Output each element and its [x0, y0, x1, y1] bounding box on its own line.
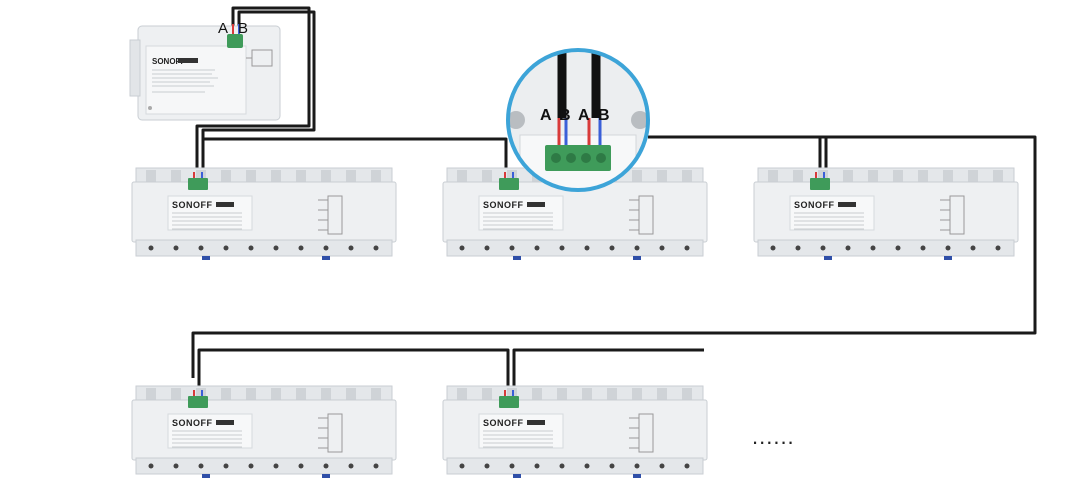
module-brand: SONOFF: [483, 418, 524, 428]
wire-m1-to-m2: [201, 137, 508, 178]
continuation-ellipsis: ......: [752, 424, 795, 449]
module-rs485-terminal: [499, 178, 519, 190]
relay-module-5: SONOFF: [442, 385, 708, 478]
gateway-terminal-block: [227, 34, 243, 48]
module-brand: SONOFF: [172, 418, 213, 428]
wire-m2-to-m3: [191, 135, 1037, 378]
inset-label-a1: A: [540, 107, 552, 124]
module-rs485-terminal: [499, 396, 519, 408]
zoom-inset: A B A B: [506, 48, 650, 192]
relay-module-3: SONOFF: [753, 167, 1019, 260]
inset-label-a2: A: [578, 107, 590, 124]
inset-label-b2: B: [598, 107, 610, 124]
gateway-device: A B SONOFF: [129, 20, 281, 121]
wire-row2-b: [512, 348, 704, 396]
module-rs485-terminal: [810, 178, 830, 190]
inset-ring: [506, 48, 650, 192]
relay-module-1: SONOFF: [131, 167, 397, 260]
wire-row2-a: [197, 348, 510, 396]
gateway-brand: SONOFF: [152, 57, 185, 66]
module-rs485-terminal: [188, 396, 208, 408]
inset-label-b1: B: [559, 107, 571, 124]
inset-terminal-block: [545, 145, 611, 171]
module-rs485-terminal: [188, 178, 208, 190]
relay-module-4: SONOFF: [131, 385, 397, 478]
gateway-label-a: A: [218, 20, 228, 37]
wire-gateway-to-m1-a: [195, 6, 311, 178]
relay-modules: SONOFF SONOFF SONOFF SONOFF SONOFF: [131, 167, 1019, 478]
gateway-label-b: B: [238, 20, 248, 37]
module-brand: SONOFF: [794, 200, 835, 210]
module-brand: SONOFF: [172, 200, 213, 210]
module-brand: SONOFF: [483, 200, 524, 210]
